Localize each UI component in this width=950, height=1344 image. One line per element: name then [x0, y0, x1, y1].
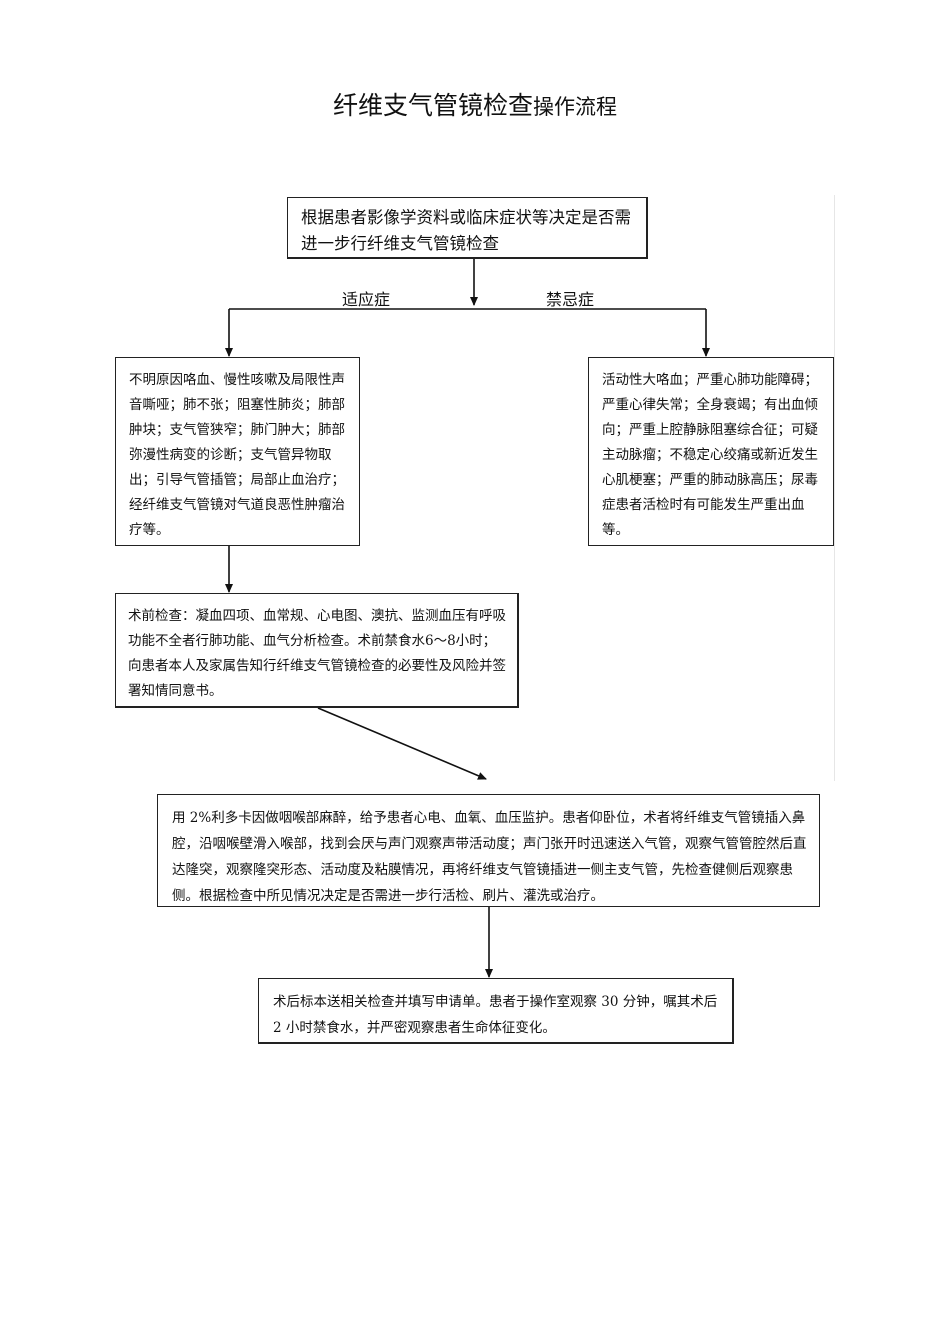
page-title: 纤维支气管镜检查操作流程 — [0, 86, 950, 122]
procedure-box: 用 2%利多卡因做咽喉部麻醉，给予患者心电、血氧、血压监护。患者仰卧位，术者将纤… — [157, 794, 820, 907]
procedure-text: 用 2%利多卡因做咽喉部麻醉，给予患者心电、血氧、血压监护。患者仰卧位，术者将纤… — [172, 810, 807, 904]
indication-box: 不明原因咯血、慢性咳嗽及局限性声音嘶哑；肺不张；阻塞性肺炎；肺部肿块；支气管狭窄… — [115, 357, 360, 546]
indication-text: 不明原因咯血、慢性咳嗽及局限性声音嘶哑；肺不张；阻塞性肺炎；肺部肿块；支气管狭窄… — [129, 372, 345, 538]
arrow-preop-to-procedure — [317, 707, 487, 780]
preoperative-text: 术前检查：凝血四项、血常规、心电图、澳抗、监测血压有呼吸功能不全者行肺功能、血气… — [128, 608, 506, 699]
start-decision-text: 根据患者影像学资料或临床症状等决定是否需进一步行纤维支气管镜检查 — [301, 208, 631, 253]
contraindication-label: 禁忌症 — [546, 290, 595, 309]
title-main: 纤维支气管镜检查 — [332, 91, 533, 120]
contraindication-text: 活动性大咯血；严重心肺功能障碍；严重心律失常；全身衰竭；有出血倾向；严重上腔静脉… — [602, 372, 818, 538]
title-suffix: 操作流程 — [533, 95, 617, 119]
postoperative-text: 术后标本送相关检查并填写申请单。患者于操作室观察 30 分钟，嘱其术后 2 小时… — [273, 994, 718, 1036]
preoperative-box: 术前检查：凝血四项、血常规、心电图、澳抗、监测血压有呼吸功能不全者行肺功能、血气… — [115, 593, 519, 708]
contraindication-box: 活动性大咯血；严重心肺功能障碍；严重心律失常；全身衰竭；有出血倾向；严重上腔静脉… — [588, 357, 834, 546]
scan-edge-line — [834, 195, 835, 781]
start-decision-box: 根据患者影像学资料或临床症状等决定是否需进一步行纤维支气管镜检查 — [287, 197, 648, 259]
indication-label: 适应症 — [342, 290, 391, 309]
postoperative-box: 术后标本送相关检查并填写申请单。患者于操作室观察 30 分钟，嘱其术后 2 小时… — [258, 978, 734, 1044]
